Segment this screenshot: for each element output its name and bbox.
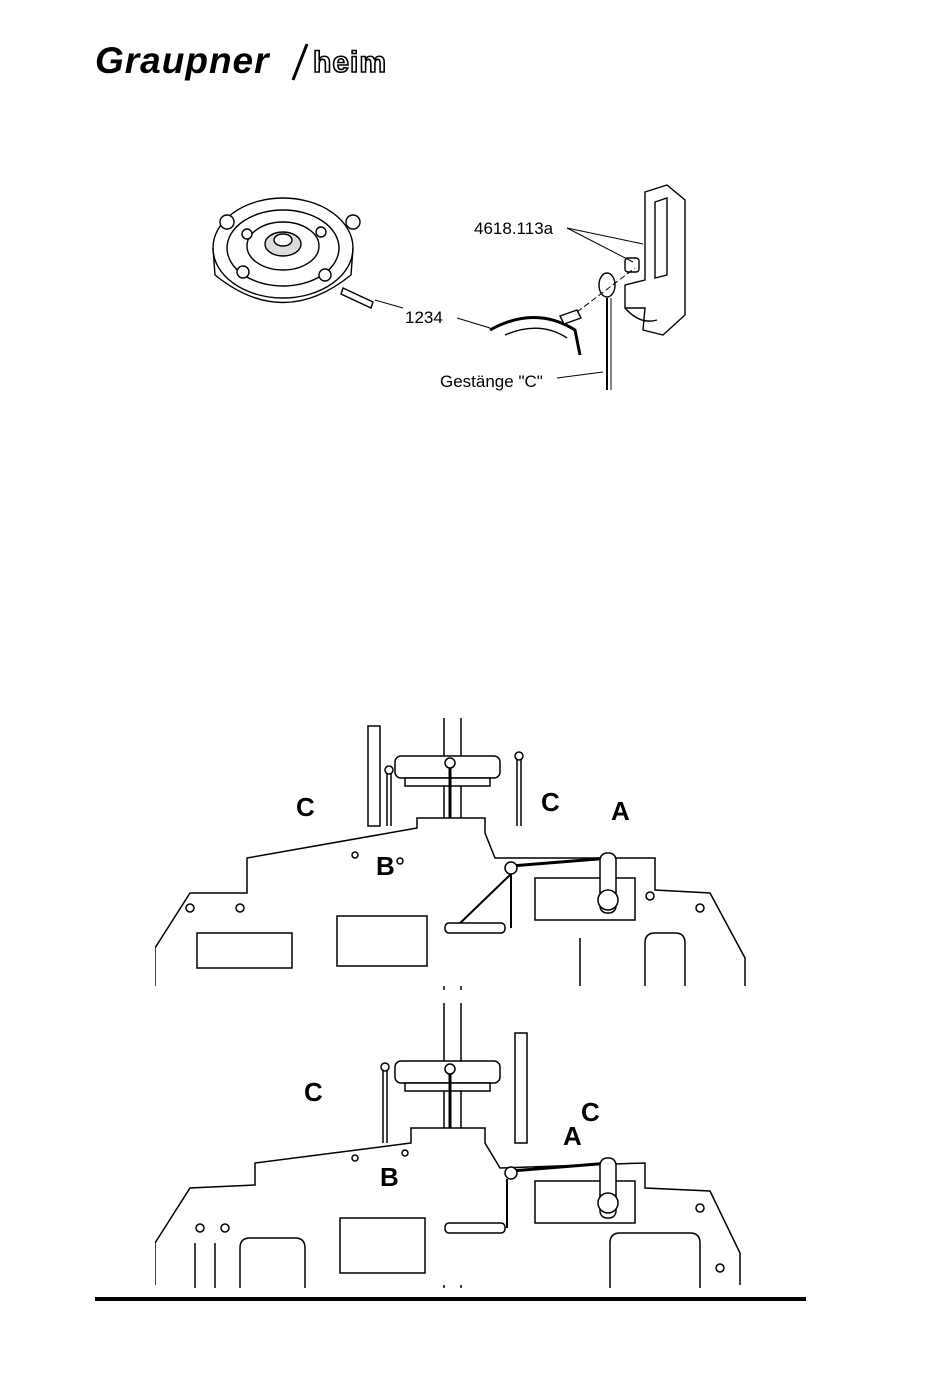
footer-rule	[95, 1297, 806, 1301]
guide-post-left	[368, 726, 380, 826]
part-number-label: 4618.113a	[474, 219, 553, 239]
servo	[535, 878, 635, 920]
swashplate-ball-2	[346, 215, 360, 229]
bellcrank	[445, 923, 505, 933]
label-c-right: C	[541, 787, 560, 818]
label-b: B	[376, 851, 395, 882]
frame-outline	[155, 1128, 740, 1285]
guide-post-right	[515, 1033, 527, 1143]
label-a-2: A	[563, 1121, 582, 1152]
swashplate-detail-figure	[205, 180, 725, 395]
frame-outline	[155, 818, 745, 986]
mechanics-view-1	[155, 718, 755, 990]
label-c-left: C	[296, 792, 315, 823]
brand-secondary-text: heim	[313, 46, 387, 79]
linkage-c-label: Gestänge "C"	[440, 372, 543, 392]
brand-logo: Graupner heim	[95, 38, 415, 83]
label-c-right-2: C	[581, 1097, 600, 1128]
swashplate-ball-4	[319, 269, 331, 281]
brand-divider	[293, 44, 307, 80]
label-b-2: B	[380, 1162, 399, 1193]
screw	[560, 310, 581, 324]
swashplate-ball-1	[220, 215, 234, 229]
servo	[535, 1181, 635, 1223]
arrow-to-bracket	[567, 228, 643, 244]
swashplate-guide-pin	[341, 288, 373, 308]
label-c-left-2: C	[304, 1077, 323, 1108]
gyro-box	[340, 1218, 425, 1273]
swashplate-ball-3	[237, 266, 249, 278]
brand-primary-text: Graupner	[95, 40, 271, 81]
part-1234-label: 1234	[405, 308, 443, 328]
label-a: A	[611, 796, 630, 827]
gyro-box	[337, 916, 427, 966]
spacer-sleeve	[625, 258, 639, 272]
bellcrank	[445, 1223, 505, 1233]
arrow-to-spacer	[567, 228, 633, 262]
mechanics-view-2	[155, 1003, 755, 1288]
